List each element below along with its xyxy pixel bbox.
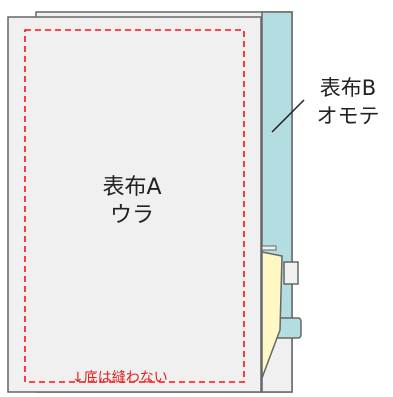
bottom-note: ↓底は縫わない xyxy=(72,370,168,386)
cloth-b-label: 表布B オモテ xyxy=(306,74,390,130)
stitch-line xyxy=(24,29,245,383)
leader-line xyxy=(271,99,305,133)
cloth-b-line2: オモテ xyxy=(316,104,380,128)
cloth-a-panel xyxy=(7,16,262,393)
cloth-a-line2: ウラ xyxy=(109,203,154,228)
cloth-b-line1: 表布B xyxy=(319,76,377,100)
cloth-a-label: 表布A ウラ xyxy=(72,174,192,230)
cloth-a-line1: 表布A xyxy=(102,175,162,200)
lining-strip xyxy=(261,251,283,379)
